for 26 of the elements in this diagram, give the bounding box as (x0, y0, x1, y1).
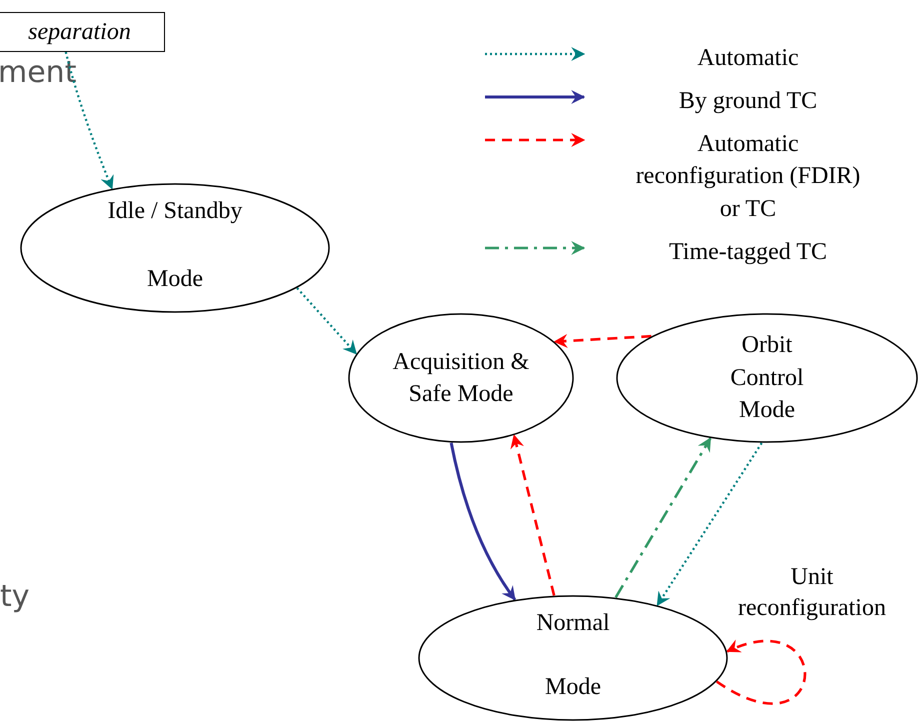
transition-arrow (510, 434, 556, 596)
mode-label: Idle / Standby (108, 197, 242, 226)
mode-ellipse (348, 313, 574, 443)
mode-ellipse (418, 595, 728, 721)
mode-label: Mode (545, 672, 601, 702)
transition-arrow (656, 442, 763, 606)
mode-label: Acquisition & Safe Mode (392, 348, 530, 409)
mode-label: Orbit Control Mode (729, 331, 805, 426)
transition-arrow (296, 287, 358, 355)
slide-text-fragment: ment (0, 58, 76, 88)
legend-label: Automatic reconfiguration (FDIR) or TC (634, 130, 862, 224)
mode-label: Mode (147, 264, 203, 294)
event-label: separation (28, 18, 131, 47)
legend-label: By ground TC (678, 87, 818, 116)
mode-ellipse (20, 183, 330, 313)
slide-text-fragment: ty (0, 582, 30, 612)
transition-arrow (554, 334, 652, 348)
mode-label: Normal (536, 609, 610, 638)
transition-arrow (614, 437, 712, 598)
legend-label: Time-tagged TC (668, 238, 828, 267)
transition-arrow (64, 52, 114, 190)
transition-arrow (716, 640, 806, 704)
event-box (0, 12, 165, 52)
legend-label: Automatic (696, 44, 800, 73)
transition-arrow (450, 442, 516, 601)
mode-ellipse (616, 313, 918, 443)
